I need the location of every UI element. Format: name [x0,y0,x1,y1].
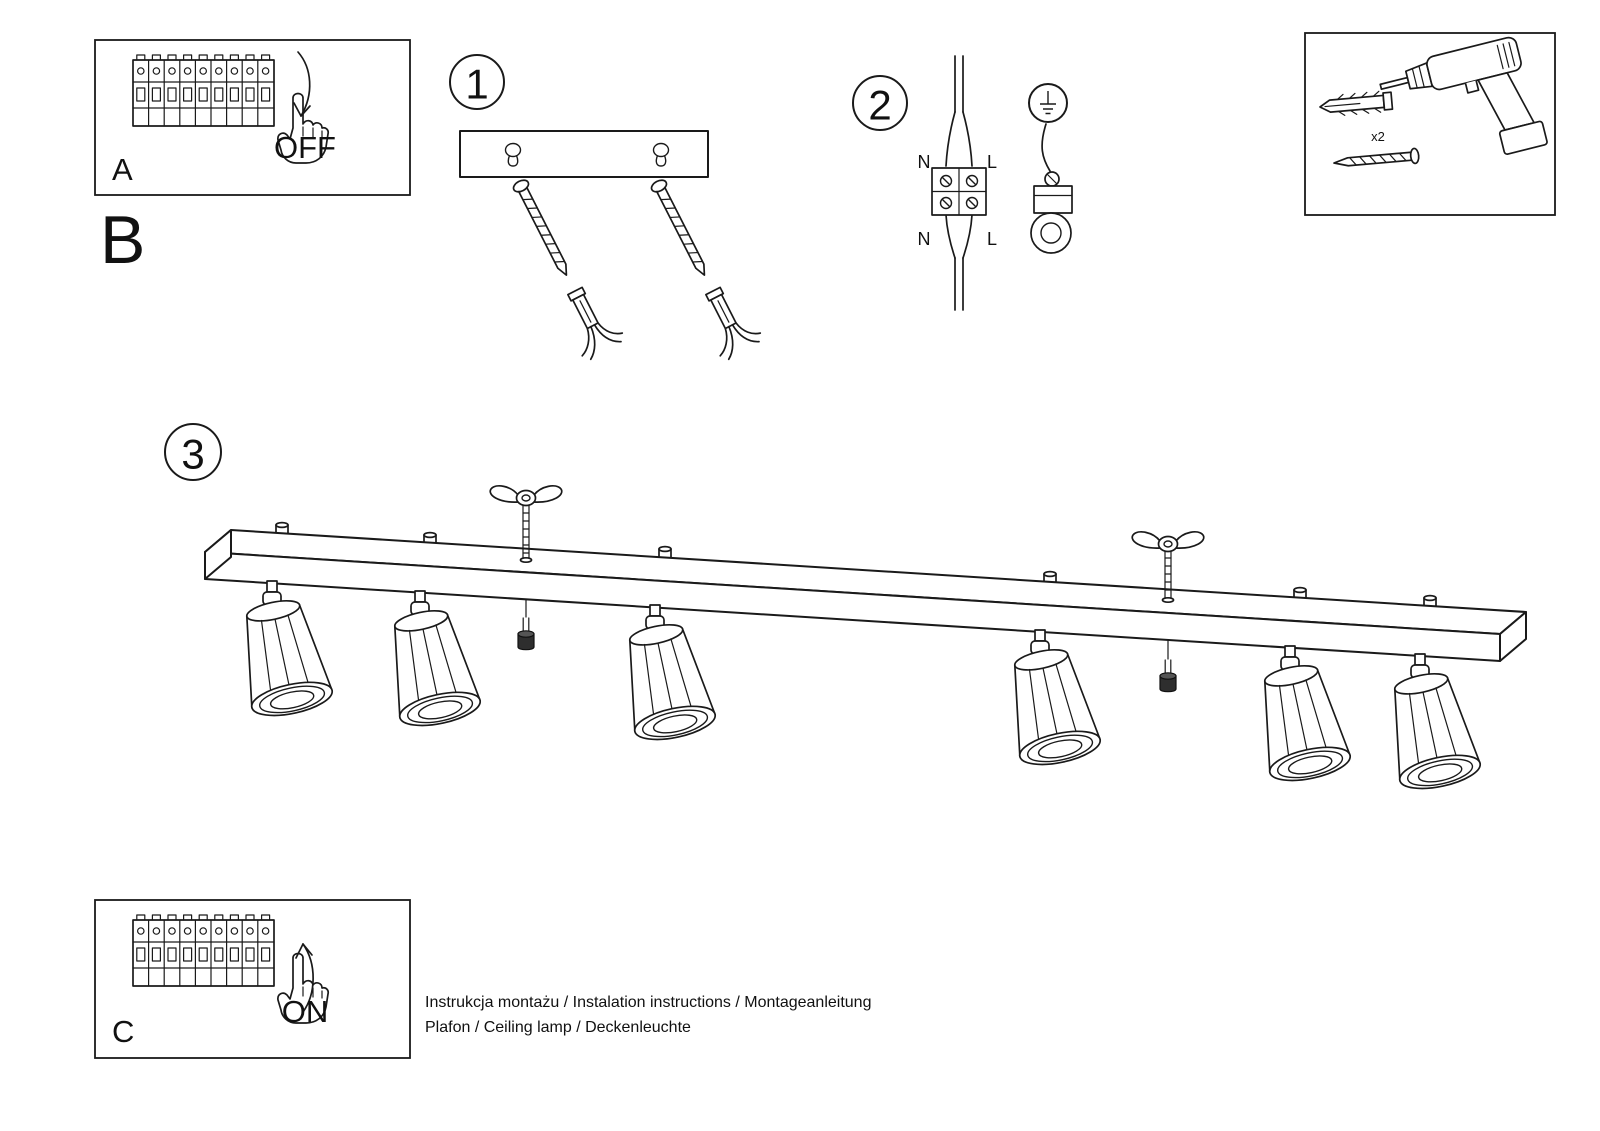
on-label: ON [282,994,329,1029]
panel-a-box [94,39,411,196]
spotlight-icon [613,604,719,747]
step-3-badge [164,423,222,481]
drill-icon [1379,36,1548,155]
step-2: 2 N L N L [852,55,1073,311]
footer-line-1: Instrukcja montażu / Instalation instruc… [425,994,871,1011]
plug-count-label: x2 [1371,129,1385,144]
panel-c-label: C [112,1014,134,1049]
allen-screw-icon [517,617,535,651]
threaded-rod-icon [519,504,533,564]
step-3-number: 3 [181,431,204,478]
supply-cable-icon [945,55,973,311]
wall-screw-icon [510,177,575,280]
spotlight-icon [1248,645,1354,788]
accessories-box [1304,32,1556,216]
allen-screw-icon [1159,659,1177,693]
keyhole-icon [652,142,670,167]
panel-c-box [94,899,411,1059]
spotlight-icon [230,580,336,723]
breaker-panel-icon [132,54,275,127]
wire-l-top-label: L [987,152,997,172]
panel-a-section: OFF A [94,39,411,196]
spotlight-icon [378,590,484,733]
step-2-badge [852,75,908,131]
lamp-rail-icon [204,529,1527,662]
wall-anchor-icon [553,279,628,363]
spotlight-icon [1378,653,1484,796]
accessories-section: x2 [1304,32,1556,216]
mounting-plate-icon [459,130,709,178]
wall-screw-icon [648,177,713,280]
footer-line-2: Plafon / Ceiling lamp / Deckenleuchte [425,1019,691,1036]
wire-n-top-label: N [918,152,931,172]
section-b-label: B [100,202,145,278]
wire-l-bottom-label: L [987,229,997,249]
screw-icon [1333,147,1420,167]
terminal-block-icon [931,167,987,216]
keyhole-icon [504,142,522,167]
step-1-number: 1 [465,61,488,108]
step-2-number: 2 [868,82,891,129]
off-arrow-icon [293,51,311,117]
wall-anchor-icon [691,279,766,363]
spotlight-icon [998,629,1104,772]
step-1-badge [449,54,505,110]
wall-plug-icon [1319,90,1394,116]
wing-nut-icon [489,485,563,507]
step-1: 1 [449,54,766,363]
off-label: OFF [274,130,336,165]
panel-c-section: ON C [94,899,411,1059]
wing-nut-icon [1131,531,1205,553]
panel-a-label: A [112,152,133,187]
threaded-rod-icon [1161,550,1175,604]
ground-clamp-icon [1030,123,1073,254]
step-3: 3 [164,423,1527,796]
wire-n-bottom-label: N [918,229,931,249]
on-arrow-icon [295,943,314,1013]
ground-symbol-icon [1028,83,1068,123]
breaker-panel-icon [132,914,275,987]
